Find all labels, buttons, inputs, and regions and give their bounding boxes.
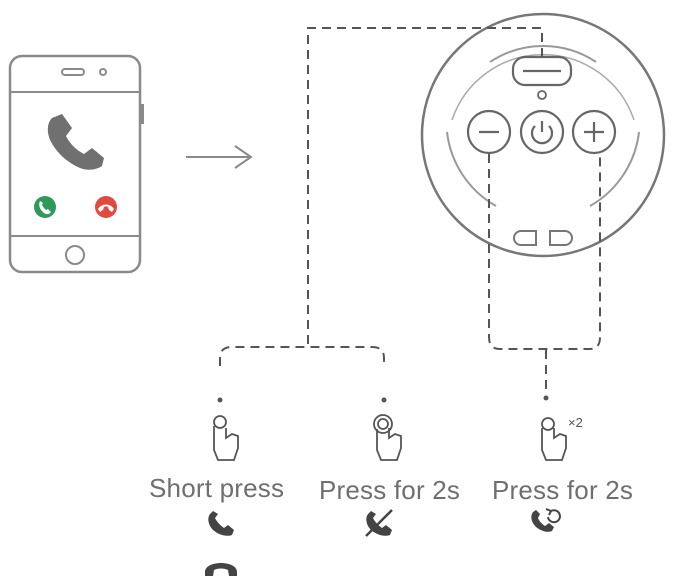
reject-call-icon	[365, 509, 393, 537]
answer-button-icon	[34, 196, 56, 218]
hand-press-icon	[213, 415, 239, 461]
press-2s-label: Press for 2s	[319, 475, 461, 505]
handset-icon	[47, 114, 104, 170]
connector-lines	[219, 27, 601, 392]
decline-button-icon	[95, 196, 117, 218]
minus-button-icon	[466, 109, 512, 155]
double-press-marker: ×2	[568, 415, 583, 430]
hand-double-press-icon	[541, 417, 567, 461]
short-press-label: Short press	[149, 473, 285, 503]
press-2s-double-label: Press for 2s	[492, 475, 634, 505]
arrow-right-icon	[186, 145, 253, 169]
connector-endpoints	[217, 395, 549, 403]
answer-call-icon	[208, 511, 234, 536]
end-call-icon	[205, 563, 237, 576]
phone-icon	[8, 54, 144, 274]
hand-long-press-icon	[373, 414, 402, 461]
power-button-icon	[519, 109, 565, 155]
redial-icon	[531, 508, 561, 532]
plus-button-icon	[571, 109, 617, 155]
